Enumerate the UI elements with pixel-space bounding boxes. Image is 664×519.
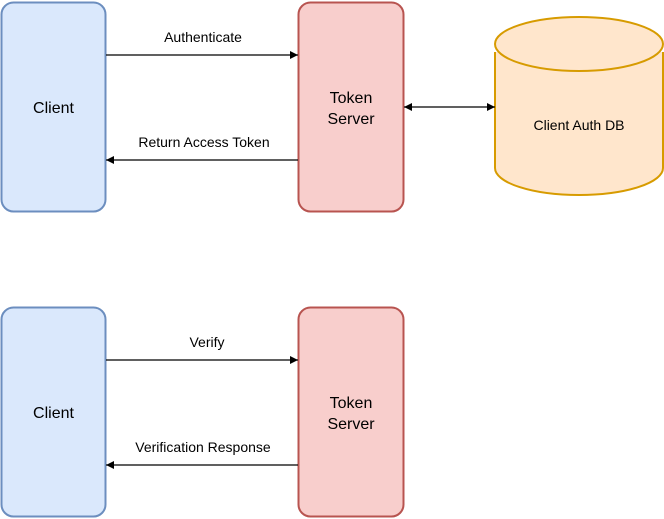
token-server-node-auth[interactable]: Token Server xyxy=(297,1,405,213)
token-server-label-line2: Server xyxy=(327,111,375,128)
verify-label: Verify xyxy=(189,334,224,350)
client-node-verify[interactable]: Client xyxy=(0,306,107,518)
client-label: Client xyxy=(33,405,74,422)
client-node-auth[interactable]: Client xyxy=(0,1,107,213)
token-server-label-line2: Server xyxy=(327,416,375,433)
return-access-token-label: Return Access Token xyxy=(138,134,269,150)
token-server-label-line1: Token xyxy=(330,90,373,107)
verification-response-label: Verification Response xyxy=(135,439,271,455)
token-server-node-verify[interactable]: Token Server xyxy=(297,306,405,518)
client-auth-db-label: Client Auth DB xyxy=(533,117,624,133)
token-server-label-line1: Token xyxy=(330,395,373,412)
authentication-flow: Client Token Server Client Auth DB Authe… xyxy=(0,1,664,213)
client-label: Client xyxy=(33,100,74,117)
verification-flow: Client Token Server Verify Verification … xyxy=(0,306,405,518)
client-auth-db-node[interactable]: Client Auth DB xyxy=(494,16,664,196)
authenticate-label: Authenticate xyxy=(164,29,242,45)
